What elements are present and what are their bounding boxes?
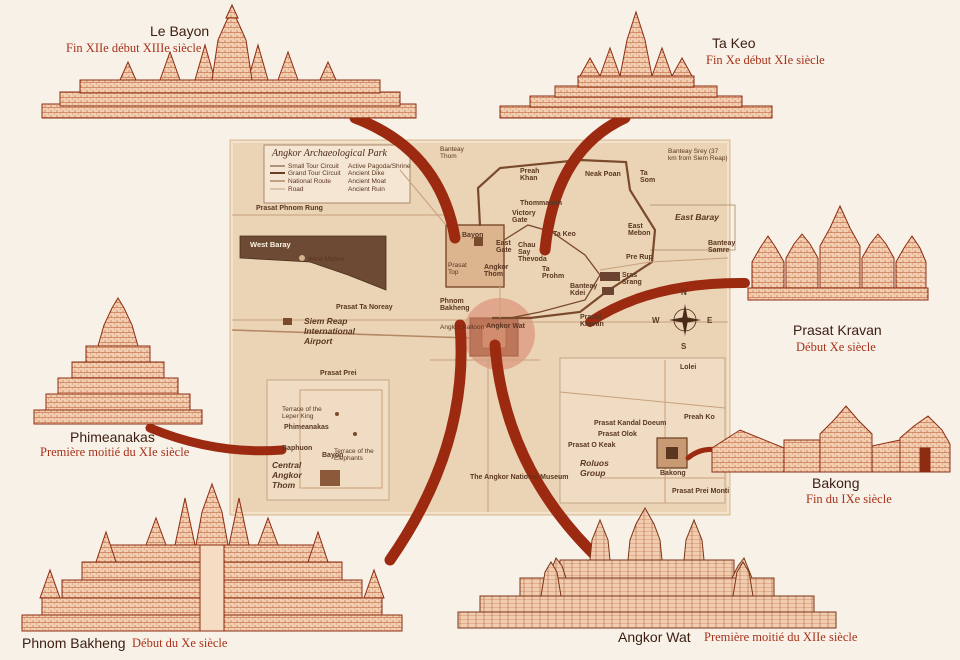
temple-name-bakheng[interactable]: Phnom Bakheng <box>22 635 126 651</box>
temple-name-takeo[interactable]: Ta Keo <box>712 35 756 51</box>
map-label-east-baray: East Baray <box>675 212 719 222</box>
map-label-prasat-olok: Prasat Olok <box>598 431 637 438</box>
map-label-banteay-kdei: Banteay Kdei <box>570 283 598 297</box>
map-label-prasat-prei: Prasat Prei <box>320 370 357 377</box>
compass-w: W <box>652 316 660 325</box>
map-label-banteay-srey-note: Banteay Srey (37 km from Siem Reap) <box>668 148 728 162</box>
legend-dike: Ancient Dike <box>348 170 385 177</box>
legend-small-circuit: Small Tour Circuit <box>288 163 339 170</box>
roluos-inset <box>559 357 726 504</box>
legend-ruin: Ancient Ruin <box>348 186 385 193</box>
map-label-prasat-top: Prasat Top <box>448 262 467 276</box>
map-label-roluos-group: Roluos Group <box>580 458 609 478</box>
map-label-prasat-kravan: Prasat Kravan <box>580 314 604 328</box>
compass-s: S <box>681 342 687 351</box>
map-label-chau-say-thevoda: Chau Say Thevoda <box>518 242 547 263</box>
temple-date-bayon: Fin XIIe début XIIIe siècle <box>66 41 202 55</box>
map-label-preah-khan: Preah Khan <box>520 168 540 182</box>
takeo-drawing <box>499 10 773 119</box>
map-label-ta-som: Ta Som <box>640 170 656 184</box>
legend-moat: Ancient Moat <box>348 178 386 185</box>
kravan-drawing <box>747 204 929 301</box>
map-label-phimeanakas: Phimeanakas <box>284 424 329 431</box>
map-label-ta-keo: Ta Keo <box>553 231 576 238</box>
map-label-west-baray: West Baray <box>250 240 291 249</box>
map-label-prasat-prei-monti: Prasat Prei Monti <box>672 488 730 495</box>
map-label-banteay-samre: Banteay Samre <box>708 240 736 254</box>
legend-pagoda: Active Pagoda/Shrine <box>348 163 411 170</box>
map-label-thommanon: Thommanon <box>520 200 562 207</box>
map-label-angkor-thom[interactable]: Angkor Thom <box>484 264 509 278</box>
archaeological-park-map <box>229 139 736 516</box>
legend-national-route: National Route <box>288 178 331 185</box>
temple-name-kravan[interactable]: Prasat Kravan <box>793 322 882 338</box>
temple-name-phimeanakas[interactable]: Phimeanakas <box>70 429 155 445</box>
temple-name-angkorwat[interactable]: Angkor Wat <box>618 629 691 645</box>
bakong-drawing <box>711 405 951 473</box>
connector-bakheng <box>384 319 467 566</box>
airport-icon <box>283 318 292 325</box>
map-label-bakong: Bakong <box>660 470 686 477</box>
map-title: Angkor Archaeological Park <box>272 148 387 159</box>
map-label-lolei: Lolei <box>680 364 697 371</box>
connector-phimeanakas <box>145 423 287 456</box>
temple-date-takeo: Fin Xe début XIe siècle <box>706 53 825 67</box>
compass-e: E <box>707 316 713 325</box>
temple-name-bayon: Le Bayon <box>150 23 210 39</box>
map-label-west-mebon: West Mebon <box>308 256 345 263</box>
map-label-baphuon: Baphuon <box>282 445 313 452</box>
connector-angkorwat <box>489 339 606 566</box>
map-label-ta-prohm: Ta Prohm <box>542 266 565 280</box>
map-label-east-gate: East Gate <box>496 240 512 254</box>
compass-rose <box>669 304 701 336</box>
connector-kravan <box>585 277 750 327</box>
map-label-banteay-thom: Banteay Thom <box>440 146 464 160</box>
map-label-neak-poan: Neak Poan <box>585 171 621 178</box>
temple-date-phimeanakas: Première moitié du XIe siècle <box>40 445 190 459</box>
map-label-angkor-balloon: Angkor Balloon <box>440 324 485 331</box>
map-label-angkor-wat[interactable]: Angkor Wat <box>486 323 526 330</box>
map-label-phnom-bakheng: Phnom Bakheng <box>440 298 470 312</box>
connector-bayon <box>349 112 461 244</box>
map-label-prasat-phnom-rung: Prasat Phnom Rung <box>256 205 323 212</box>
legend-grand-circuit: Grand Tour Circuit <box>288 170 341 177</box>
map-legend-box <box>263 144 411 204</box>
angkorwat-drawing <box>457 506 837 629</box>
caption-bayon[interactable]: Le Bayon <box>150 23 210 39</box>
map-label-leper-king: Terrace of the Leper King <box>282 406 322 420</box>
bakheng-drawing <box>21 482 403 632</box>
map-label-terrace-elephants: Terrace of the Elephants <box>334 448 374 462</box>
map-label-victory-gate: Victory Gate <box>512 210 536 224</box>
connector-takeo <box>539 112 631 256</box>
map-label-airport: Siem Reap International Airport <box>304 316 356 346</box>
compass-n: N <box>681 288 687 297</box>
temple-date-angkorwat: Première moitié du XIIe siècle <box>704 630 858 644</box>
sras-srang-shape <box>600 272 620 281</box>
map-label-bayon-inset: Bayon <box>322 452 344 459</box>
small-tour-circuit <box>503 224 601 319</box>
grand-tour-circuit <box>476 158 657 320</box>
map-label-east-mebon: East Mebon <box>628 223 651 237</box>
map-label-bayon[interactable]: Bayon <box>462 232 484 239</box>
temple-date-bakong: Fin du IXe siècle <box>806 492 892 506</box>
legend-road: Road <box>288 186 304 193</box>
west-baray-shape <box>239 235 387 291</box>
map-label-preah-ko: Preah Ko <box>684 414 715 421</box>
map-label-sras-srang: Sras Srang <box>622 272 642 286</box>
map-label-central-angkor-thom: Central Angkor Thom <box>272 460 302 490</box>
map-label-prasat-o-keak: Prasat O Keak <box>568 442 616 449</box>
phimeanakas-drawing <box>33 297 203 425</box>
map-label-national-museum: The Angkor National Museum <box>470 474 569 481</box>
east-baray-shape <box>650 204 736 251</box>
temple-date-bakheng: Début du Xe siècle <box>132 636 228 650</box>
temple-name-bakong[interactable]: Bakong <box>812 475 860 491</box>
map-label-prasat-ta-noreay: Prasat Ta Noreay <box>336 304 393 311</box>
temple-date-kravan: Début Xe siècle <box>796 340 876 354</box>
bayon-drawing <box>41 3 417 119</box>
connector-curves <box>145 112 750 566</box>
map-label-pre-rup: Pre Rup <box>626 254 653 261</box>
map-label-prasat-kandal-doeum: Prasat Kandal Doeum <box>594 420 667 427</box>
